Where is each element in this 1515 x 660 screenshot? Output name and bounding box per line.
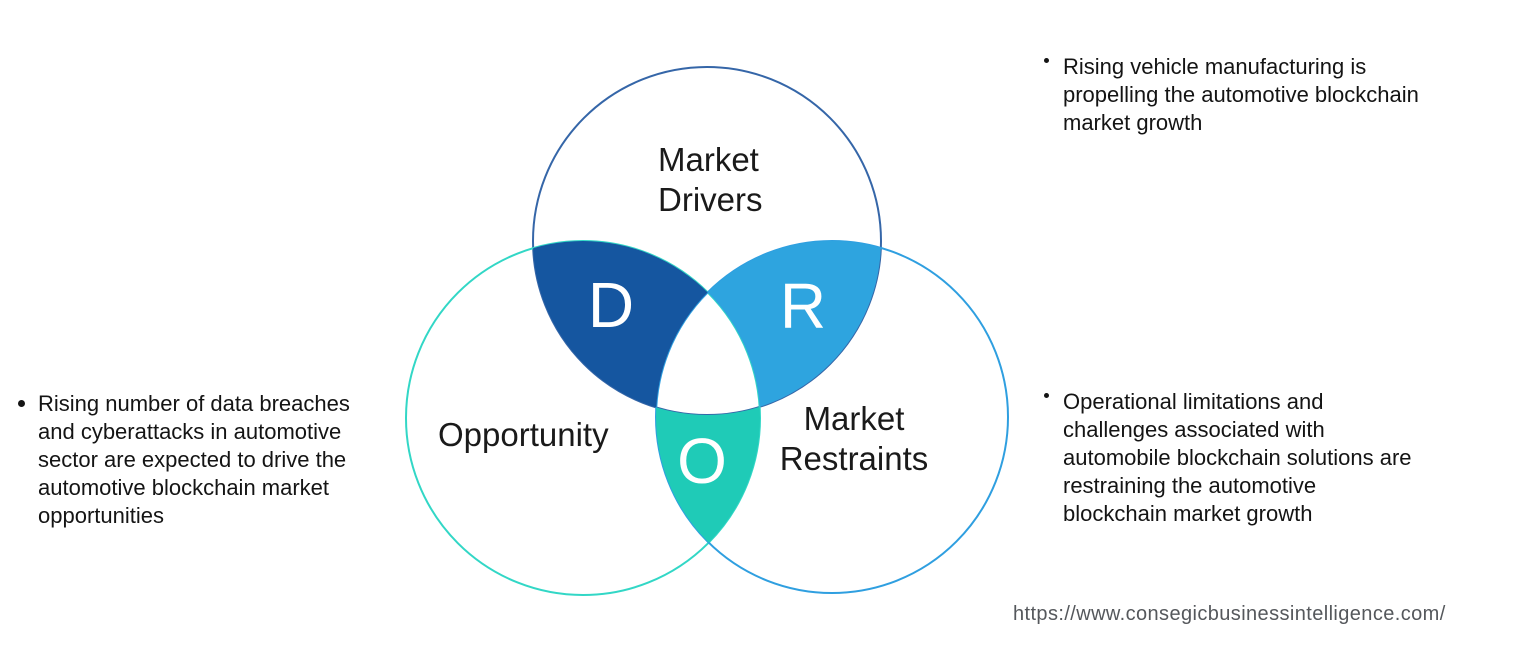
note-line: restraining the automotive bbox=[1063, 473, 1317, 498]
note-line: challenges associated with bbox=[1063, 417, 1325, 442]
restraints-label-line2: Restraints bbox=[779, 440, 929, 477]
bullet-icon bbox=[1044, 393, 1049, 398]
restraint-annotation: Operational limitations and challenges a… bbox=[1044, 388, 1412, 528]
note-line: propelling the automotive blockchain bbox=[1063, 82, 1419, 107]
note-line: Rising vehicle manufacturing is bbox=[1063, 54, 1367, 79]
restraints-circle-label: Market Restraints bbox=[780, 399, 929, 479]
opportunity-annotation: Rising number of data breaches and cyber… bbox=[18, 390, 350, 530]
restraints-label-line1: Market bbox=[803, 400, 905, 437]
opportunity-circle-label: Opportunity bbox=[438, 416, 609, 453]
source-url: https://www.consegicbusinessintelligence… bbox=[1013, 603, 1446, 625]
bullet-icon bbox=[1044, 58, 1049, 63]
note-line: opportunities bbox=[38, 503, 164, 528]
note-line: blockchain market growth bbox=[1063, 501, 1313, 526]
note-line: automobile blockchain solutions are bbox=[1063, 445, 1412, 470]
note-line: market growth bbox=[1063, 110, 1203, 135]
note-line: Operational limitations and bbox=[1063, 389, 1324, 414]
note-line: sector are expected to drive the bbox=[38, 447, 347, 472]
note-line: Rising number of data breaches bbox=[38, 391, 350, 416]
bullet-icon bbox=[18, 400, 25, 407]
drivers-restraints-letter: R bbox=[779, 270, 827, 342]
opportunity-restraints-letter: O bbox=[677, 425, 727, 497]
drivers-opportunity-letter: D bbox=[587, 269, 635, 341]
note-line: and cyberattacks in automotive bbox=[38, 419, 342, 444]
drivers-label-line2: Drivers bbox=[658, 181, 763, 218]
drivers-restraints-overlap-region bbox=[656, 241, 881, 415]
driver-annotation: Rising vehicle manufacturing is propelli… bbox=[1044, 53, 1419, 137]
drivers-opportunity-overlap-region bbox=[533, 241, 760, 415]
note-line: automotive blockchain market bbox=[38, 475, 330, 500]
drivers-label-line1: Market bbox=[658, 141, 759, 178]
drivers-circle-label: Market Drivers bbox=[658, 140, 763, 220]
